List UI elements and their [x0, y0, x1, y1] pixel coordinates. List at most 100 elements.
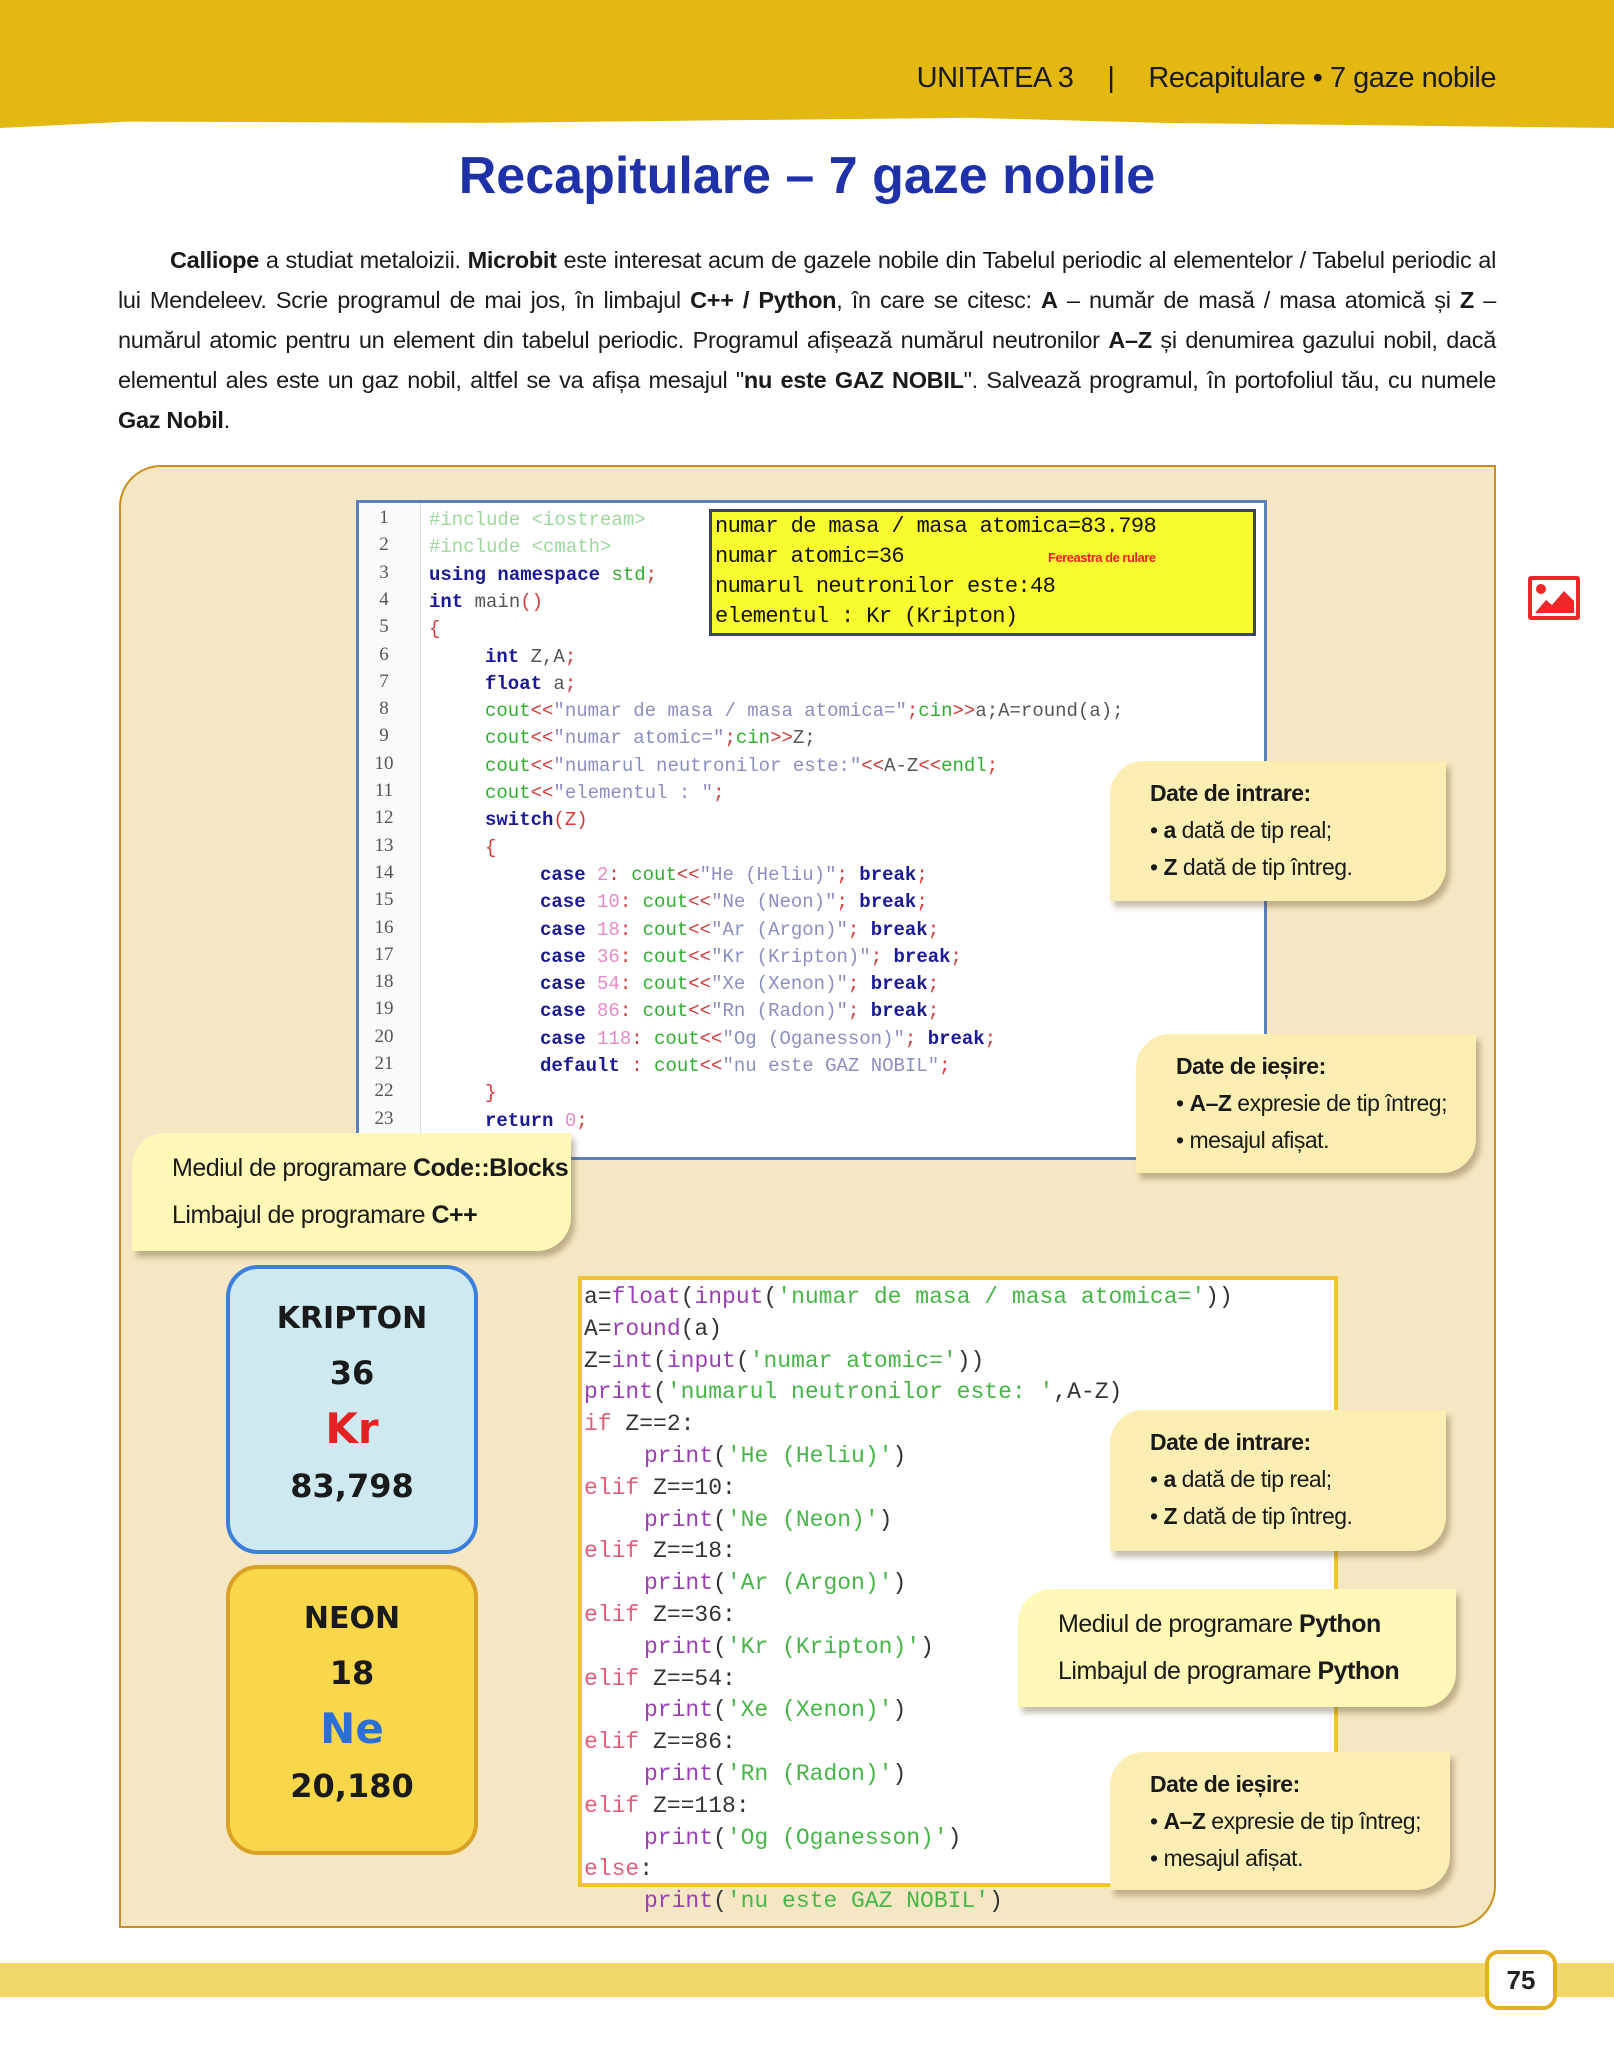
code-token: "numar de masa / masa atomica="	[553, 700, 907, 723]
code-token: cout	[642, 973, 689, 996]
code-token: ;	[939, 1055, 951, 1077]
running-header: UNITATEA 3|Recapitulare • 7 gaze nobile	[916, 62, 1497, 95]
note-item: • mesajul afișat.	[1150, 1845, 1303, 1871]
code-token: <<	[530, 754, 554, 777]
code-token: 10	[585, 891, 620, 914]
code-token: elif	[584, 1474, 640, 1501]
intro-text: – număr de masă / masa atomică și	[1057, 287, 1460, 313]
code-token: break	[859, 891, 917, 914]
code-token: print	[644, 1697, 714, 1724]
code-line: print('Kr (Kripton)')	[644, 1632, 934, 1663]
code-line: case 54: cout<<"Xe (Xenon)"; break;	[540, 971, 939, 998]
image-icon[interactable]	[1528, 576, 1580, 620]
run-output-line: elementul : Kr (Kripton)	[715, 604, 1018, 629]
line-number: 3	[379, 561, 389, 583]
line-number: 23	[374, 1107, 394, 1129]
code-line: print('Rn (Radon)')	[644, 1759, 906, 1790]
element-name: KRIPTON	[276, 1301, 428, 1336]
line-number: 16	[374, 916, 394, 938]
code-token: <<	[688, 973, 712, 996]
code-token: round	[611, 1315, 681, 1342]
code-token: (	[653, 1379, 667, 1406]
code-token: "He (Heliu)"	[699, 863, 837, 886]
code-line: A=round(a)	[584, 1314, 722, 1345]
code-line: elif Z==54:	[584, 1664, 736, 1695]
code-token: ;	[576, 1109, 588, 1132]
unit-label: UNITATEA 3	[916, 62, 1074, 94]
code-token: (	[713, 1761, 727, 1787]
code-token: ;	[927, 1000, 940, 1023]
code-token: elif	[584, 1729, 640, 1756]
code-line: elif Z==36:	[584, 1600, 736, 1631]
intro-text: este interesat acum de gazele nobile din…	[118, 247, 1496, 313]
code-token: ;	[724, 727, 736, 750]
intro-emphasis: Gaz Nobil	[118, 407, 224, 433]
code-token: cout	[485, 782, 531, 804]
run-window: numar de masa / masa atomica=83.798 numa…	[709, 509, 1256, 636]
code-token: (	[713, 1697, 727, 1724]
element-card-neon: NEON 18 Ne 20,180	[226, 1565, 478, 1855]
code-token: print	[644, 1570, 714, 1597]
code-token: :	[639, 1856, 654, 1883]
line-number: 4	[379, 588, 389, 610]
code-token: :	[619, 945, 643, 968]
run-output-line: numar de masa / masa atomica=83.798	[715, 514, 1157, 539]
intro-paragraph: Calliope a studiat metaloizii. Microbit …	[118, 240, 1496, 440]
code-line: print('Ne (Neon)')	[644, 1505, 892, 1536]
code-line: using namespace std;	[429, 562, 657, 589]
line-number: 18	[374, 971, 394, 993]
code-token: 'Og (Oganesson)'	[726, 1824, 948, 1851]
code-token: (	[713, 1570, 727, 1597]
code-token: :	[608, 863, 632, 886]
code-token: ))	[956, 1347, 985, 1374]
output-data-note: Date de ieșire: • A–Z expresie de tip în…	[1136, 1034, 1476, 1173]
line-number-gutter	[359, 503, 421, 1157]
code-line: {	[429, 616, 440, 643]
code-token: <<	[530, 727, 554, 750]
code-token: int	[611, 1347, 654, 1374]
code-token: {	[485, 836, 497, 859]
code-token: 36	[585, 945, 620, 968]
code-token: break	[893, 945, 951, 968]
intro-emphasis: C++ / Python	[690, 287, 837, 313]
code-token: cin	[918, 700, 953, 723]
code-token: float	[611, 1284, 681, 1310]
code-token: cout	[642, 918, 689, 941]
code-token: case	[540, 918, 586, 941]
section-label: Recapitulare • 7 gaze nobile	[1148, 62, 1496, 94]
code-token: using namespace	[429, 563, 612, 586]
note-item: • Z dată de tip întreg.	[1150, 854, 1353, 880]
note-item: • A–Z expresie de tip întreg;	[1150, 1808, 1421, 1834]
code-line: elif Z==10:	[584, 1473, 736, 1504]
code-token: Z==36:	[639, 1602, 736, 1628]
code-token: elif	[584, 1792, 640, 1819]
code-line: cout<<"numarul neutronilor este:"<<A-Z<<…	[485, 753, 998, 780]
run-window-label: Fereastra de rulare	[1048, 550, 1156, 565]
code-token: (	[713, 1443, 727, 1469]
code-token: ;	[847, 973, 871, 996]
code-token: ;	[836, 891, 860, 914]
code-line: if Z==2:	[584, 1409, 694, 1440]
code-token: >>	[952, 700, 976, 723]
note-title: Date de ieșire:	[1176, 1053, 1326, 1079]
code-token: elif	[584, 1602, 640, 1628]
code-line: a=float(input('numar de masa / masa atom…	[584, 1282, 1233, 1313]
code-token: "Xe (Xenon)"	[711, 973, 848, 996]
code-token: 'Kr (Kripton)'	[726, 1633, 921, 1660]
code-token: (	[713, 1633, 727, 1660]
code-token: else	[584, 1856, 640, 1883]
code-token: a;A=round(a);	[975, 700, 1124, 723]
intro-text: a studiat metaloizii.	[259, 247, 468, 273]
code-token: endl	[941, 754, 987, 777]
code-token: )	[892, 1443, 907, 1469]
line-number: 11	[374, 780, 394, 801]
code-line: float a;	[485, 671, 576, 698]
code-token: (	[713, 1888, 727, 1915]
code-token: ;	[916, 863, 928, 886]
element-symbol: Kr	[325, 1404, 379, 1453]
code-token: )	[989, 1888, 1003, 1915]
code-token: 'numar atomic='	[749, 1347, 957, 1374]
code-token: "Kr (Kripton)"	[711, 945, 871, 968]
code-token: print	[644, 1506, 714, 1533]
code-line: print('He (Heliu)')	[644, 1441, 906, 1472]
